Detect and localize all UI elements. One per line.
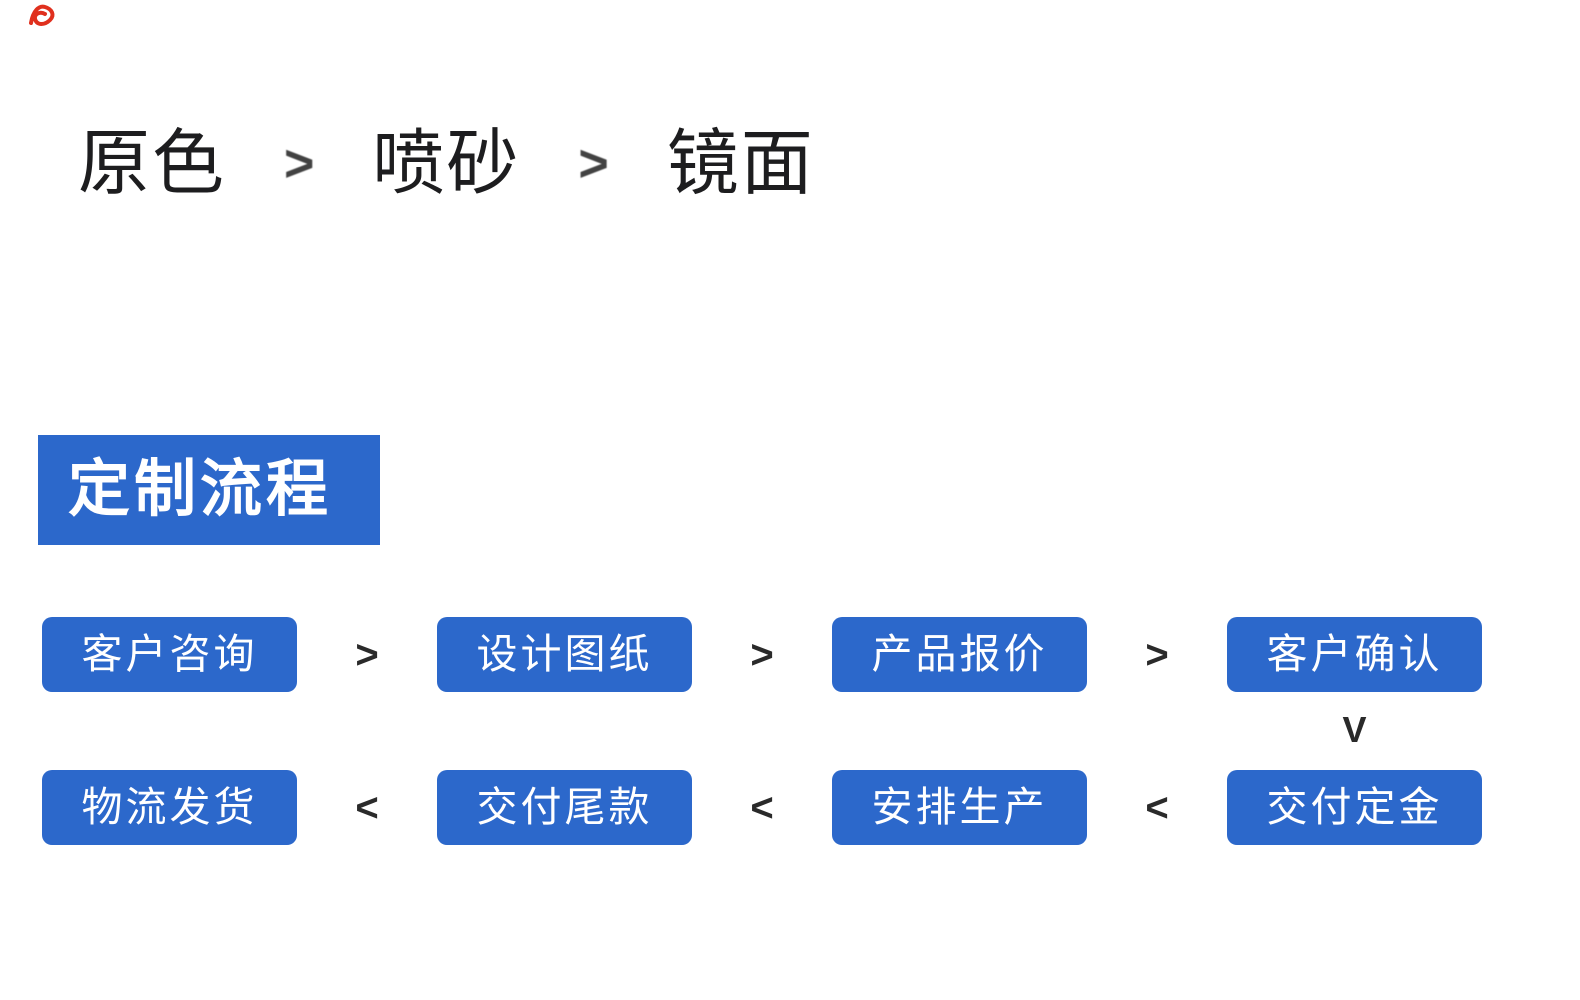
finish-option-natural-color: 原色 [78, 124, 227, 204]
flow-row-bottom: 物流发货 < 交付尾款 < 安排生产 < 交付定金 [42, 770, 1482, 845]
arrow-down-icon: V [1342, 709, 1367, 750]
flow-step-customer-inquiry: 客户咨询 [42, 617, 297, 692]
flow-step-customer-confirmation: 客户确认 [1227, 617, 1482, 692]
arrow-right-icon: > [750, 632, 774, 677]
arrow-right-icon: > [355, 632, 379, 677]
flow-row-top: 客户咨询 > 设计图纸 > 产品报价 > 客户确认 [42, 617, 1482, 692]
arrow-left-icon: < [355, 785, 379, 830]
flow-step-pay-deposit: 交付定金 [1227, 770, 1482, 845]
section-header: 定制流程 [38, 435, 380, 545]
section-title: 定制流程 [68, 455, 333, 524]
finish-options-row: 原色 > 喷砂 > 镜面 [78, 128, 815, 200]
greater-than-separator-icon: > [578, 135, 609, 193]
process-flow-diagram: 客户咨询 > 设计图纸 > 产品报价 > 客户确认 V 物流发货 < 交付尾款 … [42, 617, 1482, 845]
finish-option-mirror: 镜面 [666, 124, 815, 204]
arrow-left-icon: < [750, 785, 774, 830]
flow-step-logistics-shipping: 物流发货 [42, 770, 297, 845]
red-scribble-icon [29, 4, 55, 26]
finish-option-sandblasted: 喷砂 [372, 124, 521, 204]
flow-step-design-drawing: 设计图纸 [437, 617, 692, 692]
arrow-left-icon: < [1145, 785, 1169, 830]
greater-than-separator-icon: > [284, 135, 315, 193]
flow-step-product-quotation: 产品报价 [832, 617, 1087, 692]
arrow-right-icon: > [1145, 632, 1169, 677]
flow-step-arrange-production: 安排生产 [832, 770, 1087, 845]
flow-step-pay-balance: 交付尾款 [437, 770, 692, 845]
